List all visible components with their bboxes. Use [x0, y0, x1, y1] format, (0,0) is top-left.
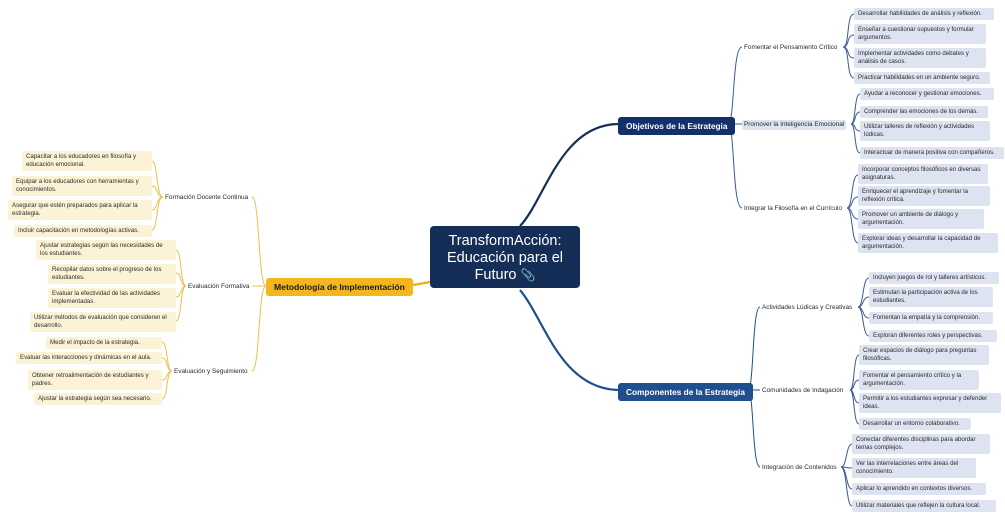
- subtopic-integracion-contenidos[interactable]: Integración de Contenidos: [762, 464, 837, 471]
- topic-objetivos[interactable]: Objetivos de la Estrategia: [618, 117, 736, 135]
- leaf-ic-1[interactable]: Conectar diferentes disciplinas para abo…: [852, 434, 990, 454]
- leaf-fc-3[interactable]: Promover un ambiente de diálogo y argume…: [858, 209, 984, 229]
- topic-componentes[interactable]: Componentes de la Estrategia: [618, 383, 753, 401]
- leaf-ci-3[interactable]: Permitir a los estudiantes expresar y de…: [859, 393, 1001, 413]
- subtopic-evaluacion-seguimiento[interactable]: Evaluación y Seguimiento: [174, 368, 248, 375]
- topic-metodologia[interactable]: Metodología de Implementación: [266, 278, 413, 296]
- paperclip-icon[interactable]: 📎: [520, 268, 536, 283]
- leaf-al-4[interactable]: Exploran diferentes roles y perspectivas…: [869, 330, 997, 342]
- central-topic-title: TransformAcción: Educación para el Futur…: [446, 233, 564, 284]
- leaf-ic-2[interactable]: Ver las interrelaciones entre áreas del …: [852, 458, 976, 478]
- leaf-pc-4[interactable]: Practicar habilidades en un ambiente seg…: [854, 72, 990, 84]
- leaf-es-4[interactable]: Ajustar la estrategia según sea necesari…: [34, 393, 162, 405]
- subtopic-actividades-ludicas[interactable]: Actividades Lúdicas y Creativas: [762, 304, 853, 311]
- leaf-ie-1[interactable]: Ayudar a reconocer y gestionar emociones…: [860, 88, 994, 100]
- leaf-fd-4[interactable]: Incluir capacitación en metodologías act…: [14, 225, 152, 237]
- leaf-fc-4[interactable]: Explorar ideas y desarrollar la capacida…: [858, 233, 998, 253]
- leaf-es-1[interactable]: Medir el impacto de la estrategia.: [46, 337, 162, 349]
- leaf-ie-4[interactable]: Interactuar de manera positiva con compa…: [860, 147, 1004, 159]
- leaf-al-2[interactable]: Estimulan la participación activa de los…: [869, 287, 993, 307]
- leaf-fc-1[interactable]: Incorporar conceptos filosóficos en dive…: [858, 164, 988, 184]
- subtopic-evaluacion-formativa[interactable]: Evaluación Formativa: [188, 283, 250, 290]
- leaf-fd-2[interactable]: Equipar a los educadores con herramienta…: [12, 176, 152, 196]
- leaf-fd-3[interactable]: Asegurar que estén preparados para aplic…: [8, 200, 152, 220]
- leaf-ic-3[interactable]: Aplicar lo aprendido en contextos divers…: [852, 483, 986, 495]
- subtopic-pensamiento-critico[interactable]: Fomentar el Pensamiento Crítico: [744, 44, 838, 51]
- subtopic-formacion-docente[interactable]: Formación Docente Continua: [165, 194, 249, 201]
- subtopic-filosofia-curriculo[interactable]: Integrar la Filosofía en el Currículo: [744, 205, 843, 212]
- leaf-ie-2[interactable]: Comprender las emociones de los demás.: [860, 106, 988, 118]
- leaf-ci-1[interactable]: Crear espacios de diálogo para preguntas…: [859, 345, 989, 365]
- central-topic[interactable]: TransformAcción: Educación para el Futur…: [430, 226, 580, 288]
- leaf-al-3[interactable]: Fomentan la empatía y la comprensión.: [869, 312, 993, 324]
- leaf-ef-1[interactable]: Ajustar estrategias según las necesidade…: [36, 240, 176, 260]
- leaf-al-1[interactable]: Incluyen juegos de rol y talleres artíst…: [869, 272, 999, 284]
- leaf-ef-3[interactable]: Evaluar la efectividad de las actividade…: [48, 288, 176, 308]
- leaf-ef-4[interactable]: Utilizar métodos de evaluación que consi…: [30, 312, 176, 332]
- leaf-es-2[interactable]: Evaluar las interacciones y dinámicas en…: [16, 352, 162, 364]
- subtopic-inteligencia-emocional[interactable]: Promover la Inteligencia Emocional: [742, 120, 847, 130]
- leaf-pc-2[interactable]: Enseñar a cuestionar supuestos y formula…: [854, 24, 986, 44]
- leaf-fc-2[interactable]: Enriquecer el aprendizaje y fomentar la …: [858, 186, 990, 206]
- leaf-ic-4[interactable]: Utilizar materiales que reflejen la cult…: [852, 500, 996, 512]
- leaf-fd-1[interactable]: Capacitar a los educadores en filosofía …: [22, 151, 152, 171]
- leaf-es-3[interactable]: Obtener retroalimentación de estudiantes…: [28, 370, 162, 390]
- leaf-ie-3[interactable]: Utilizar talleres de reflexión y activid…: [860, 121, 990, 141]
- leaf-ci-2[interactable]: Fomentar el pensamiento crítico y la arg…: [859, 370, 979, 390]
- leaf-pc-1[interactable]: Desarrollar habilidades de análisis y re…: [854, 8, 994, 20]
- subtopic-comunidades-indagacion[interactable]: Comunidades de Indagación: [762, 387, 844, 394]
- leaf-ef-2[interactable]: Recopilar datos sobre el progreso de los…: [48, 264, 176, 284]
- leaf-ci-4[interactable]: Desarrollar un entorno colaborativo.: [859, 418, 971, 430]
- leaf-pc-3[interactable]: Implementar actividades como debates y a…: [854, 48, 986, 68]
